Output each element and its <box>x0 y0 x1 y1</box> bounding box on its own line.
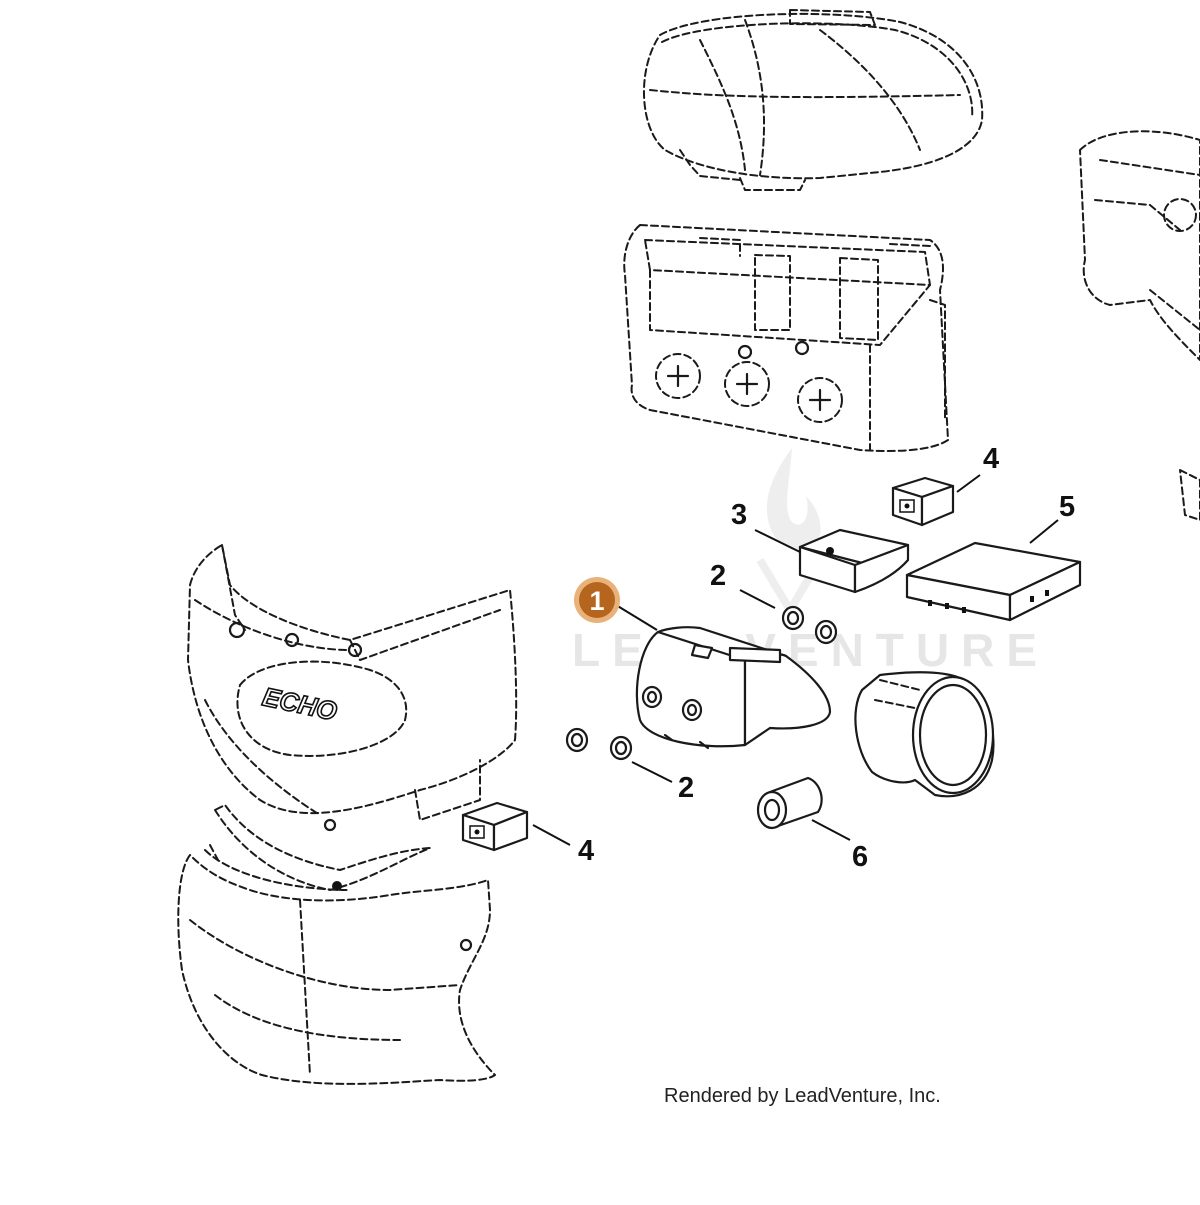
leader-4-lower <box>532 824 571 846</box>
render-credit: Rendered by LeadVenture, Inc. <box>664 1085 941 1107</box>
leader-6 <box>811 819 851 841</box>
leader-3 <box>754 529 801 553</box>
leader-1 <box>615 604 658 631</box>
callout-4-upper[interactable]: 4 <box>983 443 999 475</box>
leader-5 <box>1029 519 1059 544</box>
callout-2-upper[interactable]: 2 <box>710 560 726 592</box>
leader-lines <box>532 474 1059 846</box>
leader-2-upper <box>739 589 776 609</box>
top-cover <box>643 9 984 191</box>
watermark-flame-icon <box>756 448 824 618</box>
callout-1-badge <box>579 582 615 618</box>
part-4-upper-block <box>891 476 955 527</box>
leader-4-upper <box>956 474 981 493</box>
callout-6[interactable]: 6 <box>852 841 868 873</box>
frame-fragment <box>1079 130 1200 521</box>
part-2-lower-bushings <box>565 727 633 761</box>
duct-ring <box>854 671 995 798</box>
callouts: 1 2 2 3 4 4 5 6 <box>574 443 1075 873</box>
lower-cover <box>177 844 496 1085</box>
part-6-cylinder <box>756 776 823 830</box>
part-3-tray <box>798 528 910 594</box>
callout-2-lower[interactable]: 2 <box>678 772 694 804</box>
callout-4-lower[interactable]: 4 <box>578 835 594 867</box>
part-4-lower-block <box>461 801 529 852</box>
front-shroud: ECHO <box>187 544 518 832</box>
leader-2-lower <box>631 761 673 783</box>
callout-1-highlight[interactable]: 1 <box>574 577 620 623</box>
part-1-motor <box>635 626 832 750</box>
echo-logo: ECHO <box>260 681 340 726</box>
callout-1-label: 1 <box>589 586 604 616</box>
part-5-module <box>905 541 1082 622</box>
callout-5[interactable]: 5 <box>1059 491 1075 523</box>
box-housing <box>623 224 949 452</box>
trim-strip <box>214 804 431 891</box>
part-2-upper-bushings <box>781 605 838 645</box>
callout-3[interactable]: 3 <box>731 499 747 531</box>
